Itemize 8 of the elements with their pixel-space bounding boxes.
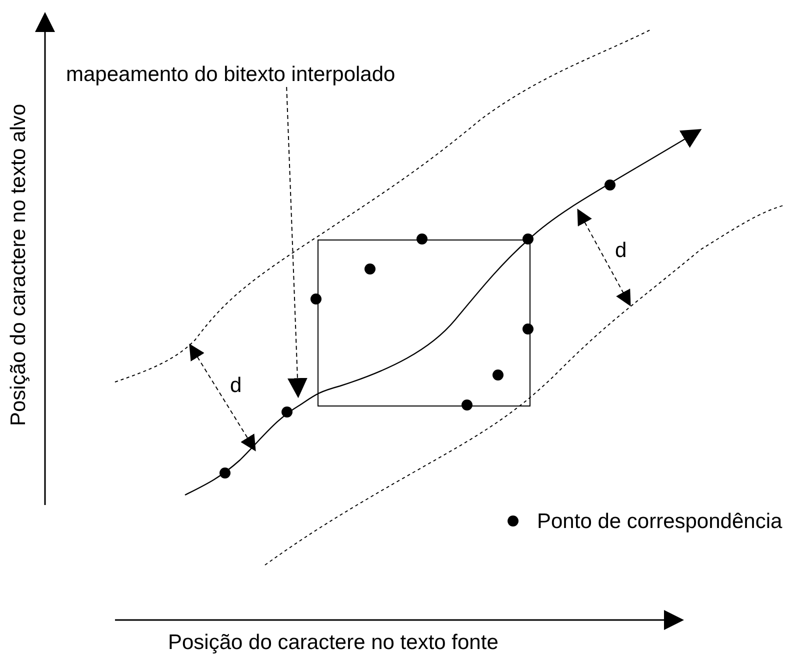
mapping-curve — [184, 128, 702, 496]
dimension-label: d — [230, 375, 242, 396]
dimension-label: d — [615, 240, 627, 261]
axis-title: Posição do caractere no texto alvo — [8, 104, 29, 426]
legend-label: Ponto de correspondência — [537, 511, 782, 532]
axis-title: Posição do caractere no texto fonte — [168, 632, 498, 653]
callout-text: mapeamento do bitexto interpolado — [66, 64, 396, 85]
leader-line — [286, 86, 308, 398]
